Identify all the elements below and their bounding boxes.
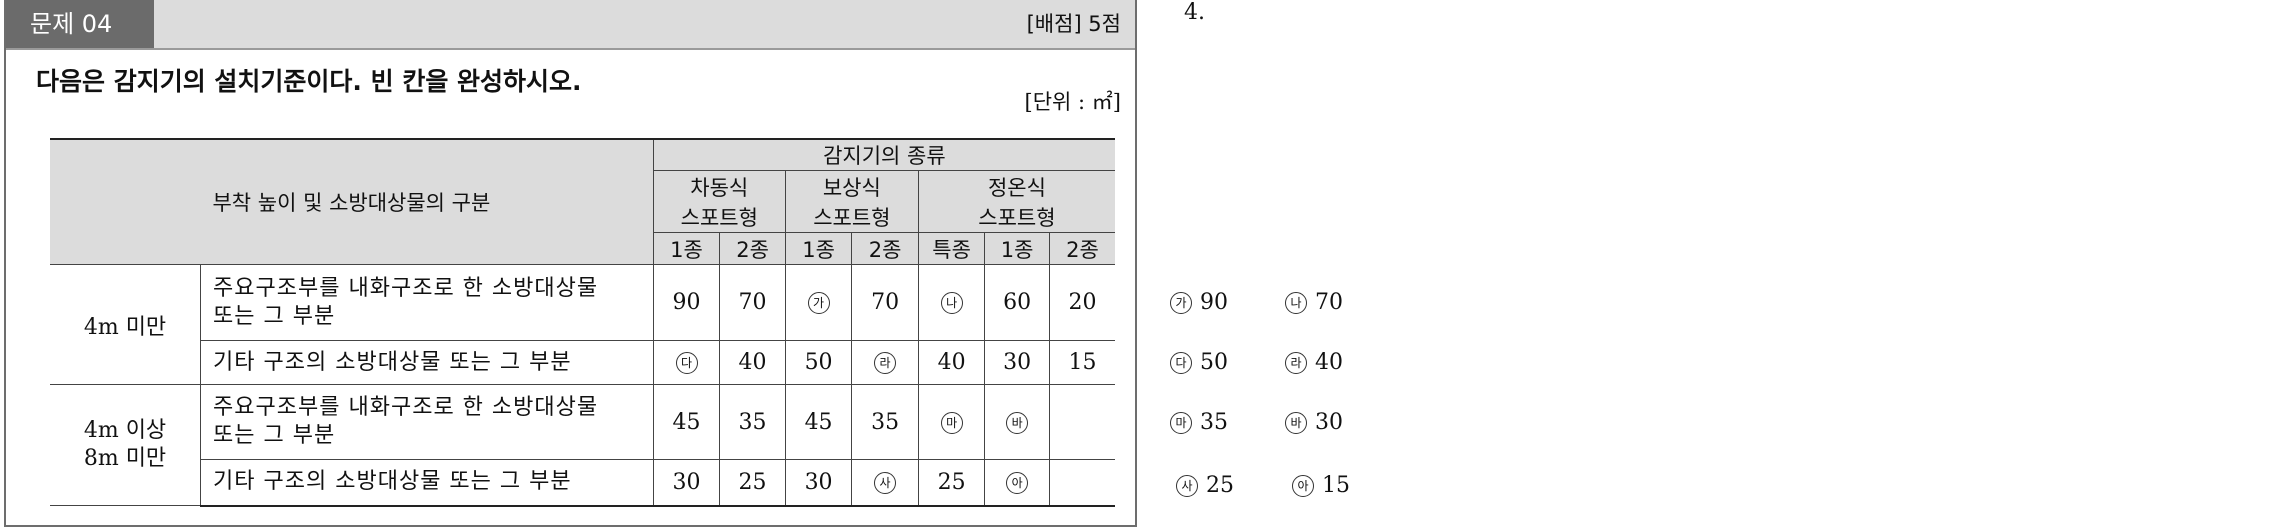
row-description: 기타 구조의 소방대상물 또는 그 부분 [200,459,654,507]
value-cell: 35 [851,384,919,460]
score-label: [배점] 5점 [1026,12,1121,36]
value-cell: 40 [917,340,986,385]
answer-mark: 가 [1170,292,1192,314]
blank-mark: 다 [675,352,698,374]
value-cell: 50 [784,340,853,385]
row-description: 기타 구조의 소방대상물 또는 그 부분 [200,340,654,385]
value-cell: 25 [917,459,986,507]
answer-item: 사 25 [1176,471,1234,501]
blank-cell: 라 [851,340,919,385]
header-category: 부착 높이 및 소방대상물의 구분 [50,138,654,265]
question-box: 문제 04 [배점] 5점 다음은 감지기의 설치기준이다. 빈 칸을 완성하시… [4,0,1137,527]
value-cell: 70 [719,264,786,341]
value-cell: 45 [784,384,853,460]
answer-value: 25 [1206,473,1234,498]
answer-item: 마 35 [1170,408,1228,438]
value-cell: 30 [984,340,1050,385]
answer-value: 35 [1200,410,1228,435]
value-cell: 60 [984,264,1050,341]
blank-cell: 바 [984,384,1050,460]
answer-mark: 마 [1170,412,1192,434]
answer-number: 4. [1184,0,1205,25]
subheader: 2종 [719,232,786,265]
value-cell: 25 [719,459,786,507]
answer-value: 15 [1322,473,1350,498]
answer-mark: 아 [1292,475,1314,497]
value-cell: 30 [784,459,853,507]
blank-cell: 가 [784,264,853,341]
answer-mark: 나 [1285,292,1307,314]
answer-value: 90 [1200,290,1228,315]
question-number: 문제 04 [6,0,154,48]
answer-mark: 사 [1176,475,1198,497]
question-title: 다음은 감지기의 설치기준이다. 빈 칸을 완성하시오. [36,67,582,96]
subheader: 1종 [984,232,1050,265]
blank-cell: 마 [917,384,986,460]
height-label: 4m 미만 [50,264,202,385]
blank-mark: 사 [874,471,897,494]
answer-value: 50 [1200,350,1228,375]
answer-mark: 다 [1170,352,1192,374]
answer-mark: 라 [1285,352,1307,374]
blank-mark: 나 [940,292,963,314]
value-cell: 45 [652,384,721,460]
value-cell [1048,459,1115,507]
subheader: 2종 [1048,232,1115,265]
subheader: 1종 [652,232,721,265]
question-header: 문제 04 [배점] 5점 [6,0,1135,50]
unit-label: [단위 : ㎡] [1024,90,1121,114]
blank-cell: 사 [851,459,919,507]
blank-mark: 바 [1006,411,1029,434]
value-cell: 15 [1048,340,1115,385]
answer-value: 70 [1315,290,1343,315]
answer-item: 아 15 [1292,471,1350,501]
value-cell: 40 [719,340,786,385]
answer-value: 30 [1315,410,1343,435]
value-cell [1048,384,1115,460]
value-cell: 90 [652,264,721,341]
blank-mark: 라 [874,352,897,374]
blank-mark: 마 [940,411,963,434]
answer-value: 40 [1315,350,1343,375]
header-detector-types: 감지기의 종류 [652,138,1115,171]
blank-cell: 나 [917,264,986,341]
answer-mark: 바 [1285,412,1307,434]
answer-item: 바 30 [1285,408,1343,438]
value-cell: 70 [851,264,919,341]
value-cell: 35 [719,384,786,460]
answer-item: 나 70 [1285,288,1343,318]
answer-item: 가 90 [1170,288,1228,318]
blank-mark: 가 [807,292,830,314]
subheader: 2종 [851,232,919,265]
value-cell: 30 [652,459,721,507]
value-cell: 20 [1048,264,1115,341]
answer-area: 4. 가 90 나 70 다 50 라 40 마 35 바 30 사 25 아 15 [1170,0,1570,527]
blank-mark: 아 [1006,471,1029,494]
subheader: 특종 [917,232,986,265]
blank-cell: 아 [984,459,1050,507]
answer-item: 다 50 [1170,348,1228,378]
answer-item: 라 40 [1285,348,1343,378]
blank-cell: 다 [652,340,721,385]
subheader: 1종 [784,232,853,265]
